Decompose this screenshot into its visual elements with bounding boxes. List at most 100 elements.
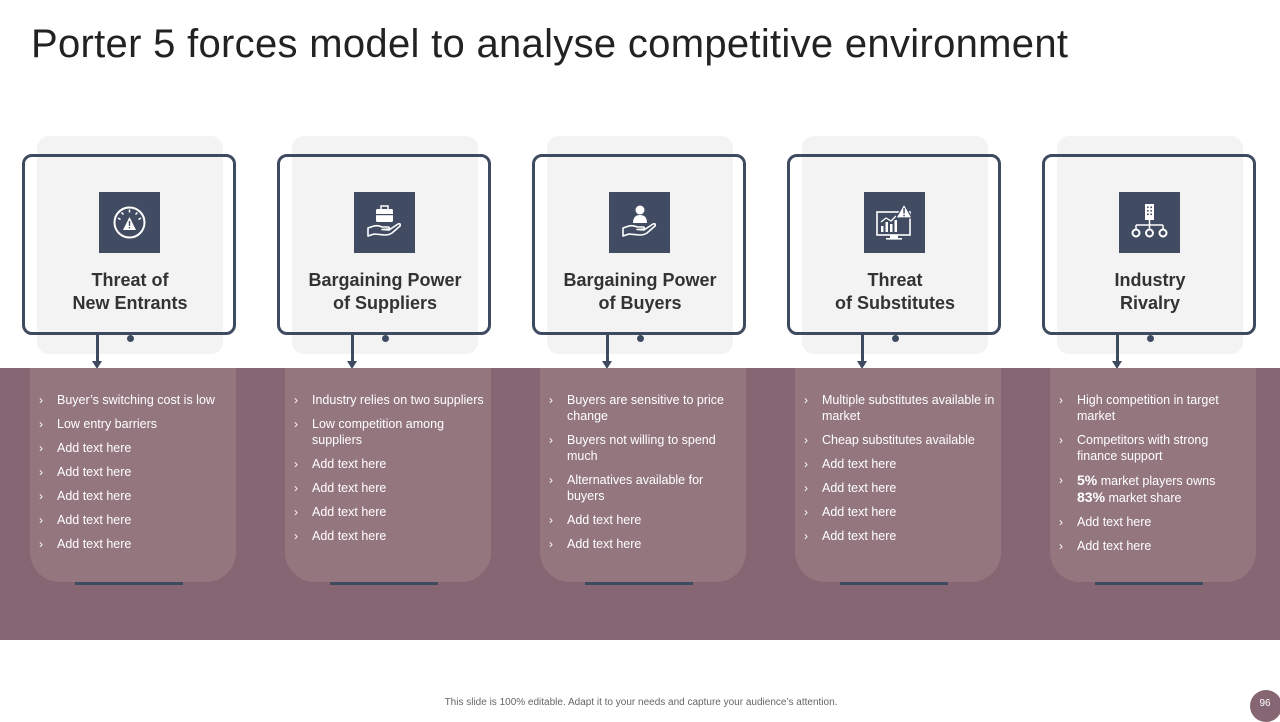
chevron-right-icon: › [804, 433, 808, 447]
chevron-right-icon: › [804, 529, 808, 543]
list-item-text: Add text here [312, 529, 387, 543]
connector-line [1116, 335, 1119, 362]
list-item: ›Add text here [30, 536, 236, 552]
header-frame [787, 154, 1001, 335]
chevron-right-icon: › [804, 481, 808, 495]
points-list: ›High competition in target market ›Comp… [1050, 392, 1256, 562]
heading-line-2: of Buyers [598, 293, 682, 313]
force-bargaining-power-of-suppliers: Bargaining Power of Suppliers ›Industry … [277, 136, 517, 586]
list-item: ›High competition in target market [1050, 392, 1256, 424]
chevron-right-icon: › [1059, 539, 1063, 553]
chevron-right-icon: › [549, 393, 553, 407]
card-underline [585, 582, 693, 585]
chevron-right-icon: › [294, 505, 298, 519]
list-item: ›Cheap substitutes available [795, 432, 1001, 448]
chevron-right-icon: › [1059, 473, 1063, 487]
points-list: ›Buyers are sensitive to price change ›B… [540, 392, 746, 560]
points-list: ›Industry relies on two suppliers ›Low c… [285, 392, 491, 552]
heading-line-2: New Entrants [72, 293, 188, 313]
force-heading: Industry Rivalry [1042, 269, 1258, 315]
connector-dot [382, 335, 389, 342]
connector-line [96, 335, 99, 362]
list-item-text: Buyers are sensitive to price change [567, 393, 725, 423]
card-underline [330, 582, 438, 585]
stat-value: 5% [1077, 472, 1098, 488]
card-underline [1095, 582, 1203, 585]
connector-line [351, 335, 354, 362]
force-heading: Bargaining Power of Suppliers [277, 269, 493, 315]
points-card: ›High competition in target market ›Comp… [1050, 368, 1256, 582]
chevron-right-icon: › [294, 481, 298, 495]
list-item: ›Multiple substitutes available in marke… [795, 392, 1001, 424]
list-item: ›Competitors with strong finance support [1050, 432, 1256, 464]
connector-dot [637, 335, 644, 342]
page-title: Porter 5 forces model to analyse competi… [31, 22, 1069, 66]
building-network-icon [1119, 192, 1180, 253]
stat-text: market players owns [1097, 474, 1216, 488]
chevron-right-icon: › [804, 457, 808, 471]
gauge-warning-icon [99, 192, 160, 253]
chevron-right-icon: › [549, 537, 553, 551]
heading-line-1: Bargaining Power [308, 270, 462, 290]
force-threat-of-substitutes: Threat of Substitutes › Multiple substitu… [787, 136, 1027, 586]
hand-buyer-icon [609, 192, 670, 253]
list-item-text: Add text here [312, 505, 387, 519]
points-card: › Multiple substitutes available in marke… [795, 368, 1001, 582]
list-item-text: Add text here [57, 489, 132, 503]
list-item: ›Low competition among suppliers [285, 416, 491, 448]
list-item-text: Add text here [1077, 515, 1152, 529]
list-item-text: Low competition among suppliers [312, 417, 445, 447]
force-bargaining-power-of-buyers: Bargaining Power of Buyers › Buyers are s… [532, 136, 772, 586]
list-item: ›Add text here [540, 512, 746, 528]
heading-line-1: Industry [1114, 270, 1186, 290]
connector-dot [1147, 335, 1154, 342]
heading-line-1: Threat of [91, 270, 169, 290]
stat-value: 83% [1077, 489, 1106, 505]
force-threat-of-new-entrants: Threat of New Entrants ›Buyer’s switchin… [22, 136, 262, 586]
force-industry-rivalry: Industry Rivalry ›High competition in ta… [1042, 136, 1280, 586]
arrow-down-icon [1112, 361, 1122, 369]
list-item-text: Multiple substitutes available in market [822, 393, 995, 423]
chevron-right-icon: › [549, 473, 553, 487]
points-card: ›Buyers are sensitive to price change ›B… [540, 368, 746, 582]
list-item: ›Buyers not willing to spend much [540, 432, 746, 464]
list-item: ›Add text here [30, 440, 236, 456]
header-frame [1042, 154, 1256, 335]
list-item-text: Add text here [312, 481, 387, 495]
chevron-right-icon: › [294, 393, 298, 407]
list-item: ›Add text here [285, 528, 491, 544]
force-heading: Threat of Substitutes [787, 269, 1003, 315]
connector-line [861, 335, 864, 362]
list-item-text: Low entry barriers [57, 417, 158, 431]
heading-line-2: of Substitutes [835, 293, 955, 313]
hand-briefcase-icon [354, 192, 415, 253]
list-item-text: Competitors with strong finance support [1077, 433, 1209, 463]
list-item: ›Add text here [795, 504, 1001, 520]
chevron-right-icon: › [39, 393, 43, 407]
list-item: ›Add text here [30, 464, 236, 480]
list-item-text: Add text here [822, 505, 897, 519]
list-item: › Buyers are sensitive to price change [540, 392, 746, 424]
list-item-text: Add text here [822, 529, 897, 543]
list-item-text: Buyers not willing to spend much [567, 433, 716, 463]
list-item: ›Add text here [795, 480, 1001, 496]
arrow-down-icon [602, 361, 612, 369]
list-item: ›Add text here [30, 488, 236, 504]
heading-line-2: Rivalry [1119, 293, 1181, 313]
list-item-text: High competition in target market [1077, 393, 1219, 423]
arrow-down-icon [92, 361, 102, 369]
list-item-text: Add text here [57, 513, 132, 527]
force-heading: Threat of New Entrants [22, 269, 238, 315]
stat-text: market share [1105, 491, 1182, 505]
list-item: › Add text here [795, 528, 1001, 544]
header-frame [22, 154, 236, 335]
list-item-text: Add text here [57, 465, 132, 479]
list-item-text: Add text here [57, 537, 132, 551]
page-number-badge: 96 [1250, 690, 1280, 722]
header-frame [532, 154, 746, 335]
list-item: ›Add text here [1050, 538, 1256, 554]
points-card: ›Industry relies on two suppliers ›Low c… [285, 368, 491, 582]
force-heading: Bargaining Power of Buyers [532, 269, 748, 315]
